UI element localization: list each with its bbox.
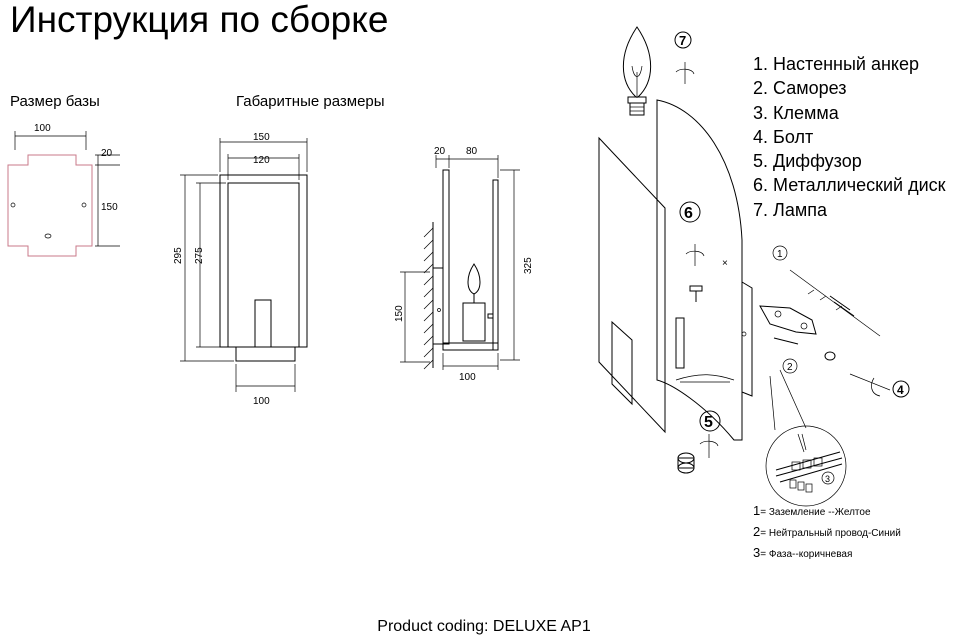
callout-7: 7 [679,33,686,48]
side-depth-label: 80 [466,146,478,157]
page-title: Инструкция по сборке [10,0,389,40]
wiring-item: 2= Нейтральный провод-Синий [753,522,901,543]
parts-list-item: 7. Лампа [753,199,827,220]
side-view-drawing [400,155,520,370]
base-width-label: 100 [34,123,51,134]
front-view-drawing [180,138,308,392]
front-height-outer-label: 295 [173,247,184,264]
front-height-inner-label: 275 [194,247,205,264]
wiring-item: 3= Фаза--коричневая [753,543,901,564]
callout-2: 2 [787,362,793,373]
wiring-number: 1 [753,503,761,518]
callout-3: 3 [825,474,830,484]
svg-text:×: × [722,258,728,269]
parts-list: 1. Настенный анкер 2. Саморез 3. Клемма … [753,52,946,222]
parts-list-item: 1. Настенный анкер [753,54,919,74]
base-height-label: 150 [101,202,118,213]
callout-4: 4 [897,383,904,397]
front-base-label: 100 [253,396,270,407]
side-gap-label: 20 [434,146,446,157]
parts-list-item: 4. Болт [753,126,814,147]
wiring-text: = Фаза--коричневая [760,549,853,560]
callout-5: 5 [704,414,713,431]
product-code: Product coding: DELUXE AP1 [377,618,591,635]
parts-list-item: 6. Металлический диск [753,175,946,196]
front-top-outer-label: 150 [253,132,270,143]
exploded-view-drawing: × [598,26,891,507]
side-mount-height-label: 150 [394,305,405,322]
wiring-number: 3 [753,545,761,560]
base-notch-label: 20 [101,148,113,159]
wiring-text: = Заземление --Желтое [760,507,871,518]
front-top-inner-label: 120 [253,155,270,166]
parts-list-item: 5. Диффузор [753,151,862,172]
parts-list-item: 2. Саморез [753,78,847,99]
parts-list-item: 3. Клемма [753,102,839,123]
wiring-text: = Нейтральный провод-Синий [760,528,901,539]
wiring-legend: 1= Заземление --Желтое 2= Нейтральный пр… [753,501,901,564]
callout-6: 6 [684,205,693,222]
overall-dimensions-heading: Габаритные размеры [236,93,385,110]
callout-1: 1 [777,249,783,260]
wiring-item: 1= Заземление --Желтое [753,501,901,522]
wiring-number: 2 [753,524,761,539]
side-base-label: 100 [459,372,476,383]
base-size-heading: Размер базы [10,93,100,110]
base-plate-drawing [7,131,120,257]
side-height-label: 325 [523,257,534,274]
